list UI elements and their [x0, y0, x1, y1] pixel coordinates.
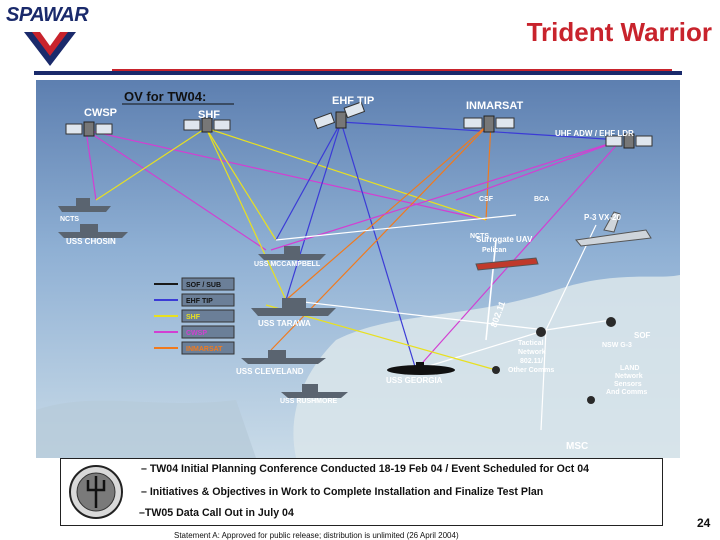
inmarsat-label: INMARSAT [466, 100, 524, 112]
land-network-label-2: Network [615, 373, 643, 380]
legend-label: EHF TIP [186, 298, 213, 305]
link-80211 [485, 239, 497, 341]
uss-mccampbell-label: USS MCCAMPBELL [254, 261, 321, 268]
coastline [36, 400, 256, 458]
shf-satellite-icon [183, 117, 231, 133]
distribution-statement: Statement A: Approved for public release… [174, 531, 459, 540]
tactical-network-label-3: 802.11/ [520, 358, 543, 365]
spawar-chevron-icon [24, 32, 76, 66]
ehf-link [340, 121, 417, 371]
bullet-item: – TW04 Initial Planning Conference Condu… [141, 463, 589, 475]
legend-item: INMARSAT [154, 341, 235, 355]
ncts-mid-label: NCTS [470, 233, 489, 240]
legend-item: CWSP [154, 325, 235, 339]
trident-warrior-seal-icon [69, 465, 123, 519]
ship-icon [58, 198, 348, 398]
ehf-link [275, 121, 342, 241]
cwsp-link [85, 129, 267, 251]
submarine-icon [387, 362, 455, 375]
node-icon [492, 317, 616, 404]
legend-item: SHF [154, 309, 235, 323]
uss-tarawa-label: USS TARAWA [258, 319, 311, 328]
header-rule [34, 71, 682, 75]
wifi-link [285, 299, 547, 331]
comm-links [85, 121, 622, 431]
uav-label: Surrogate UAV [476, 235, 533, 244]
ehf-link [285, 121, 342, 301]
uss-rushmore-label: USS RUSHMORE [280, 398, 338, 405]
ov-legend: SOF / SUB EHF TIP SHF CWSP INMARSAT [154, 277, 235, 355]
shf-link [205, 127, 487, 221]
inmarsat-satellite-icon [463, 115, 515, 133]
bca-label: BCA [534, 196, 549, 203]
cwsp-link [85, 129, 487, 221]
uav-sub-label: Pelican [482, 247, 507, 254]
msc-label: MSC [566, 441, 588, 452]
spawar-brand-text: SPAWAR [6, 4, 89, 26]
ehf-tip-satellite-icon [313, 101, 366, 130]
page-number: 24 [697, 516, 711, 530]
legend-label: CWSP [186, 330, 207, 337]
cwsp-satellite-icon [65, 121, 113, 137]
aircraft-icon [475, 211, 652, 271]
uhf-link [455, 139, 622, 201]
legend-label: INMARSAT [186, 346, 223, 353]
wifi-link [540, 329, 547, 431]
ncts-top-label: NCTS [60, 216, 79, 223]
ehf-tip-label: EHF TIP [332, 95, 374, 107]
tactical-network-label-4: Other Comms [508, 367, 554, 374]
cwsp-label: CWSP [84, 107, 117, 119]
wifi-link [275, 214, 517, 241]
uhf-adw-label: UHF ADW / EHF LDR [555, 129, 634, 138]
bullet-item: –TW05 Data Call Out in July 04 [139, 507, 294, 519]
inmarsat-link [485, 121, 492, 221]
p3-label: P-3 VX-20 [584, 213, 621, 222]
sof-label: SOF [634, 331, 651, 340]
shf-link [205, 127, 287, 301]
caption-box: – TW04 Initial Planning Conference Condu… [60, 458, 663, 526]
legend-item: EHF TIP [154, 293, 235, 307]
uhf-link [415, 139, 622, 371]
ov-caption: OV for TW04: [124, 89, 206, 104]
bullet-item: – Initiatives & Objectives in Work to Co… [141, 486, 544, 498]
tactical-network-label-2: Network [518, 349, 546, 356]
legend-label: SHF [186, 314, 201, 321]
header-accent-rule [112, 69, 672, 71]
page-title: Trident Warrior [526, 17, 712, 47]
wifi-link [415, 329, 547, 371]
inmarsat-link [285, 121, 492, 301]
land-network-label-1: LAND [620, 365, 639, 372]
legend-item: SOF / SUB [154, 277, 235, 291]
csf-label: CSF [479, 196, 494, 203]
shf-link [95, 127, 207, 201]
legend-label: SOF / SUB [186, 282, 221, 289]
shf-link [205, 127, 277, 241]
operational-view-diagram: OV for TW04: CWSP SHF EHF TIP INMARSAT U… [36, 80, 680, 458]
land-network-label-4: And Comms [606, 389, 647, 396]
land-network-label-3: Sensors [614, 381, 642, 388]
cwsp-link [85, 129, 97, 201]
spawar-logo: SPAWAR [6, 4, 102, 70]
nsw-label: NSW G-3 [602, 342, 632, 349]
shf-label: SHF [198, 109, 220, 121]
wifi-link [545, 319, 612, 331]
uss-georgia-label: USS GEORGIA [386, 376, 443, 385]
uhf-satellite-icon [605, 133, 653, 149]
uhf-link [270, 139, 622, 251]
landmass [293, 275, 680, 458]
tactical-network-label-1: Tactical [518, 340, 544, 347]
uss-chosin-label: USS CHOSIN [66, 237, 116, 246]
uss-cleveland-label: USS CLEVELAND [236, 367, 304, 376]
